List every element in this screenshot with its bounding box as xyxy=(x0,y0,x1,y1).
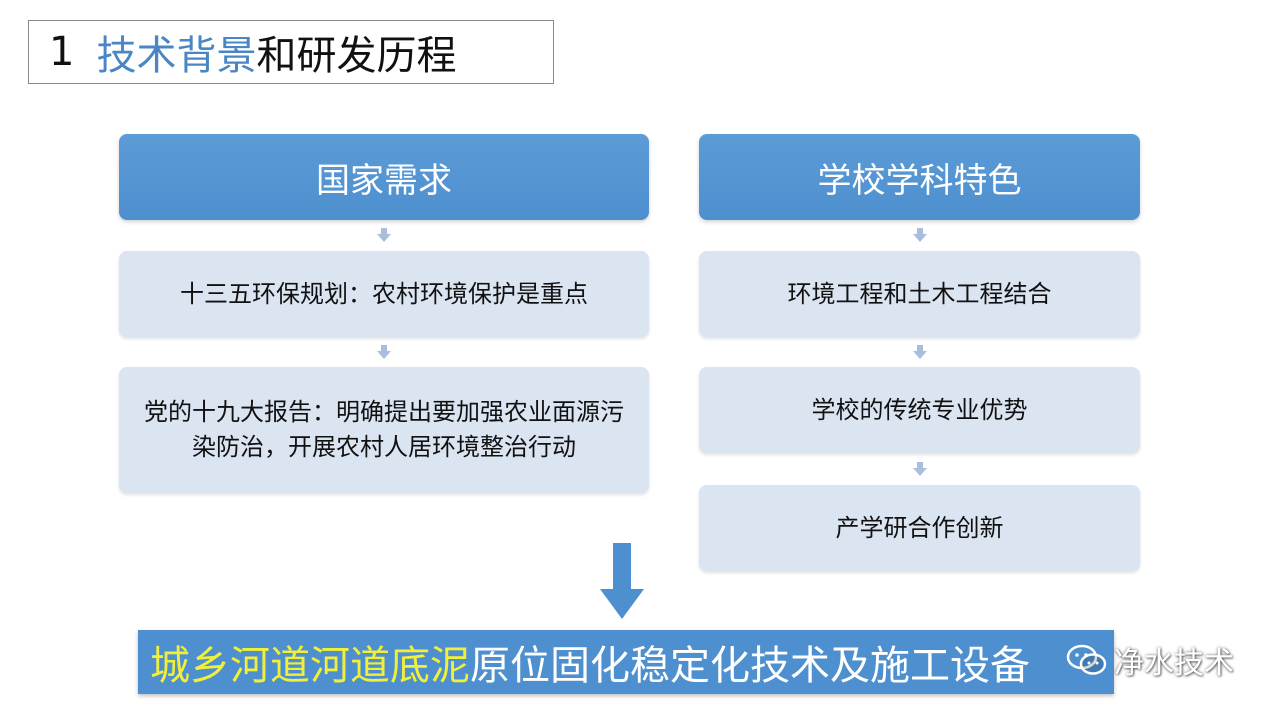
title-number: 1 xyxy=(49,29,75,75)
right-column-header: 学校学科特色 xyxy=(699,134,1140,220)
wechat-icon xyxy=(1066,644,1107,675)
conclusion-banner: 城乡河道河道底泥 原位固化稳定化技术及施工设备 xyxy=(138,630,1114,694)
banner-rest: 原位固化稳定化技术及施工设备 xyxy=(470,643,1030,689)
title-rest: 和研发历程 xyxy=(256,33,457,79)
slide-title: 1 技术背景 和研发历程 xyxy=(28,20,554,84)
watermark: 净水技术 xyxy=(1066,632,1234,688)
left-item-2: 党的十九大报告：明确提出要加强农业面源污染防治，开展农村人居环境整治行动 xyxy=(119,367,649,493)
down-arrow-icon xyxy=(913,345,927,359)
right-item-2: 学校的传统专业优势 xyxy=(699,367,1140,453)
big-down-arrow-icon xyxy=(600,543,644,619)
watermark-text: 净水技术 xyxy=(1114,646,1234,681)
right-item-3: 产学研合作创新 xyxy=(699,485,1140,571)
title-highlight: 技术背景 xyxy=(96,33,257,79)
down-arrow-icon xyxy=(913,228,927,242)
down-arrow-icon xyxy=(377,228,391,242)
left-item-1: 十三五环保规划：农村环境保护是重点 xyxy=(119,251,649,337)
left-column-header: 国家需求 xyxy=(119,134,649,220)
right-item-1: 环境工程和土木工程结合 xyxy=(699,251,1140,337)
banner-highlight: 城乡河道河道底泥 xyxy=(150,643,470,689)
down-arrow-icon xyxy=(913,462,927,476)
down-arrow-icon xyxy=(377,345,391,359)
